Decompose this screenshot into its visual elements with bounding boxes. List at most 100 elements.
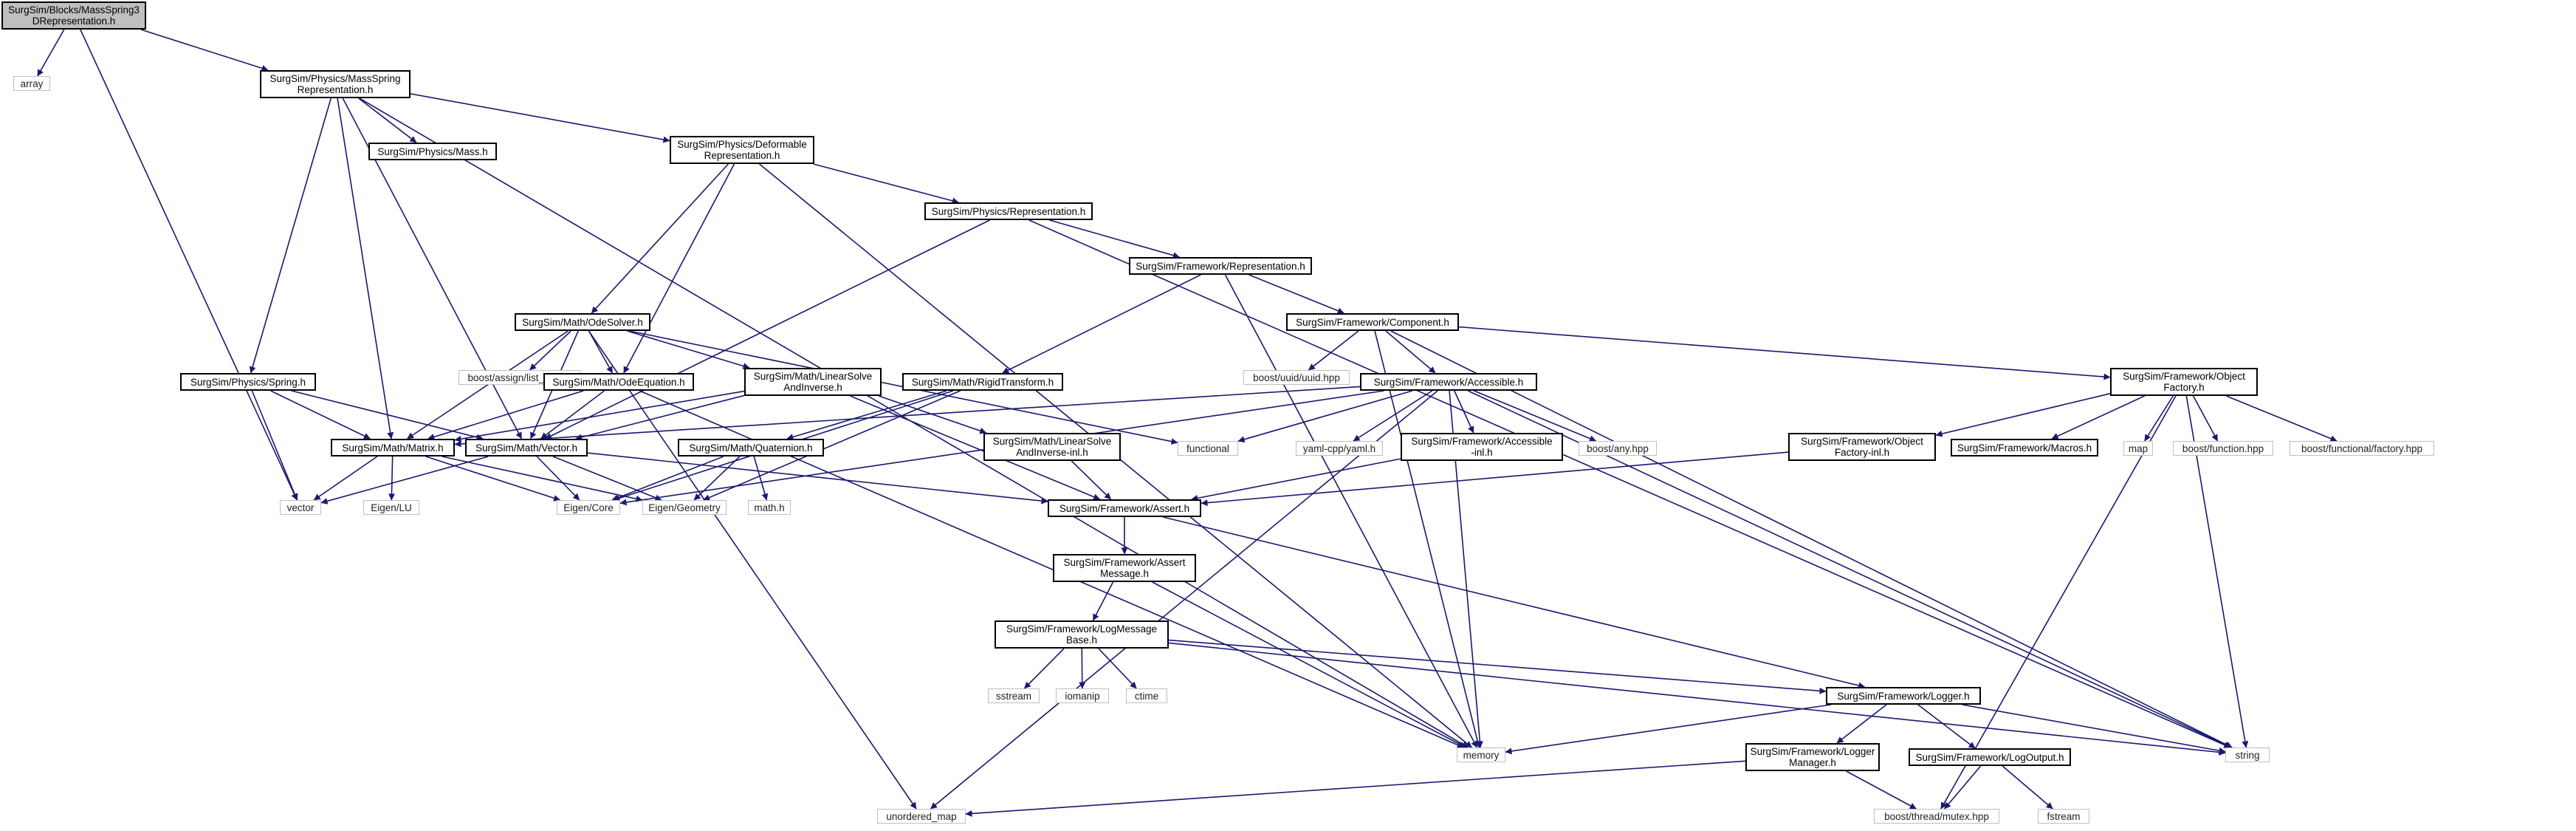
edge-odesolver-to-unordered bbox=[588, 330, 917, 810]
node-spring[interactable]: SurgSim/Physics/Spring.h bbox=[180, 373, 316, 391]
edge-logmsgbase-to-sstream bbox=[1023, 648, 1065, 689]
edge-objfactory-to-boostfactory bbox=[2225, 395, 2338, 442]
edge-physrep-to-mvector bbox=[545, 219, 990, 440]
edge-odeeq-to-matrix bbox=[427, 390, 584, 440]
edge-objfactory-to-mutex bbox=[1940, 395, 2177, 810]
node-objfactoryinl[interactable]: SurgSim/Framework/Object Factory-inl.h bbox=[1788, 433, 1936, 461]
edge-component-to-objfactory bbox=[1458, 326, 2111, 380]
node-logmsgbase[interactable]: SurgSim/Framework/LogMessage Base.h bbox=[995, 620, 1169, 649]
node-objfactory[interactable]: SurgSim/Framework/Object Factory.h bbox=[2110, 368, 2258, 396]
node-eigencore: Eigen/Core bbox=[557, 500, 620, 515]
node-boostfunction: boost/function.hpp bbox=[2173, 441, 2273, 456]
node-fwrep[interactable]: SurgSim/Framework/Representation.h bbox=[1129, 257, 1312, 275]
edge-logger-to-loggermgr bbox=[1836, 704, 1887, 744]
edge-assert-to-logger bbox=[1163, 516, 1866, 689]
node-odesolver[interactable]: SurgSim/Math/OdeSolver.h bbox=[515, 313, 650, 331]
edge-logger-to-memory bbox=[1505, 704, 1832, 755]
node-physrep[interactable]: SurgSim/Physics/Representation.h bbox=[924, 202, 1093, 220]
node-root: SurgSim/Blocks/MassSpring3 DRepresentati… bbox=[1, 1, 146, 30]
edge-logoutput-to-fstream bbox=[2002, 765, 2053, 810]
edge-matrix-to-vector bbox=[313, 456, 378, 501]
node-accessibleinl[interactable]: SurgSim/Framework/Accessible -inl.h bbox=[1401, 433, 1563, 461]
edge-accessibleinl-to-assert bbox=[1191, 458, 1401, 502]
node-iomanip: iomanip bbox=[1056, 688, 1109, 703]
node-assertmsg[interactable]: SurgSim/Framework/Assert Message.h bbox=[1053, 554, 1196, 582]
node-functional: functional bbox=[1178, 441, 1238, 456]
node-logger[interactable]: SurgSim/Framework/Logger.h bbox=[1826, 687, 1981, 705]
edge-linsolve-to-mvector bbox=[575, 394, 745, 441]
edge-objfactoryinl-to-assert bbox=[1201, 451, 1789, 507]
edge-spring-to-mvector bbox=[291, 390, 484, 441]
edge-mvector-to-assert bbox=[587, 452, 1048, 505]
node-mathh: math.h bbox=[748, 500, 791, 515]
edge-objfactory-to-macros bbox=[2051, 395, 2146, 440]
node-component[interactable]: SurgSim/Framework/Component.h bbox=[1286, 313, 1459, 331]
node-memory: memory bbox=[1457, 748, 1505, 762]
edge-massspring-to-spring bbox=[249, 98, 332, 374]
edge-deformable-to-odeeq bbox=[623, 163, 735, 374]
node-linsolve[interactable]: SurgSim/Math/LinearSolve AndInverse.h bbox=[744, 368, 882, 396]
edge-odesolver-to-matrix bbox=[407, 330, 569, 440]
edge-mvector-to-eigengeom bbox=[552, 456, 662, 501]
node-mass[interactable]: SurgSim/Physics/Mass.h bbox=[368, 143, 497, 160]
node-eigenlu: Eigen/LU bbox=[363, 500, 419, 515]
node-yaml: yaml-cpp/yaml.h bbox=[1296, 441, 1383, 456]
edge-mvector-to-vector bbox=[320, 456, 489, 505]
edge-logmsgbase-to-string bbox=[1168, 642, 2226, 756]
edge-component-to-memory bbox=[1374, 330, 1481, 748]
edge-assertmsg-to-logmsgbase bbox=[1092, 581, 1114, 621]
node-boostany: boost/any.hpp bbox=[1579, 441, 1657, 456]
node-fstream: fstream bbox=[2038, 809, 2089, 824]
edge-accessible-to-functional bbox=[1237, 390, 1413, 443]
edge-quaternion-to-eigencore bbox=[611, 456, 724, 502]
node-sstream: sstream bbox=[988, 688, 1040, 703]
node-deformable[interactable]: SurgSim/Physics/Deformable Representatio… bbox=[670, 136, 814, 164]
node-array: array bbox=[13, 76, 50, 91]
edge-fwrep-to-component bbox=[1248, 274, 1344, 314]
edge-accessible-to-unordered bbox=[930, 390, 1438, 810]
edge-assertmsg-to-memory bbox=[1152, 581, 1466, 748]
edge-component-to-accessible bbox=[1385, 330, 1436, 374]
node-logoutput[interactable]: SurgSim/Framework/LogOutput.h bbox=[1909, 748, 2071, 766]
edge-root-to-array bbox=[37, 29, 65, 77]
edge-component-to-string bbox=[1390, 330, 2233, 748]
edge-physrep-to-string bbox=[1028, 219, 2231, 748]
node-assert[interactable]: SurgSim/Framework/Assert.h bbox=[1048, 499, 1201, 517]
node-ctime: ctime bbox=[1126, 688, 1167, 703]
edge-objfactory-to-map bbox=[2144, 395, 2174, 442]
edge-root-to-vector bbox=[80, 29, 298, 501]
edge-root-to-massspring bbox=[140, 29, 269, 72]
edge-odesolver-to-assignlist bbox=[529, 330, 571, 371]
node-linsolveinl[interactable]: SurgSim/Math/LinearSolve AndInverse-inl.… bbox=[983, 433, 1121, 461]
edge-linsolve-to-matrix bbox=[454, 390, 745, 442]
edge-deformable-to-physrep bbox=[813, 163, 959, 205]
edge-component-to-uuid bbox=[1308, 330, 1359, 371]
edge-matrix-to-eigencore bbox=[425, 456, 561, 502]
node-massspring[interactable]: SurgSim/Physics/MassSpring Representatio… bbox=[260, 70, 411, 98]
node-vector: vector bbox=[280, 500, 321, 515]
edge-accessible-to-matrix bbox=[454, 386, 1361, 448]
edge-mvector-to-eigencore bbox=[536, 456, 580, 501]
edge-loggermgr-to-unordered bbox=[965, 760, 1746, 817]
node-eigengeom: Eigen/Geometry bbox=[642, 500, 727, 515]
node-odeeq[interactable]: SurgSim/Math/OdeEquation.h bbox=[543, 373, 694, 391]
node-matrix[interactable]: SurgSim/Math/Matrix.h bbox=[331, 439, 455, 456]
node-mvector[interactable]: SurgSim/Math/Vector.h bbox=[465, 439, 588, 456]
edge-physrep-to-fwrep bbox=[1049, 219, 1180, 259]
node-accessible[interactable]: SurgSim/Framework/Accessible.h bbox=[1360, 373, 1537, 391]
edge-logger-to-string bbox=[1962, 704, 2226, 754]
node-string: string bbox=[2225, 748, 2270, 762]
node-mutex: boost/thread/mutex.hpp bbox=[1874, 809, 1999, 824]
edge-quaternion-to-mathh bbox=[753, 456, 769, 501]
edge-loggermgr-to-mutex bbox=[1846, 770, 1917, 810]
node-quaternion[interactable]: SurgSim/Math/Quaternion.h bbox=[678, 439, 824, 456]
node-rigid[interactable]: SurgSim/Math/RigidTransform.h bbox=[902, 373, 1063, 391]
edge-matrix-to-eigengeom bbox=[442, 456, 643, 502]
edge-fwrep-to-memory bbox=[1224, 274, 1478, 748]
node-macros[interactable]: SurgSim/Framework/Macros.h bbox=[1951, 439, 2098, 456]
node-map: map bbox=[2123, 441, 2153, 456]
node-loggermgr[interactable]: SurgSim/Framework/Logger Manager.h bbox=[1745, 743, 1880, 771]
edge-accessible-to-accessibleinl bbox=[1454, 390, 1474, 434]
edge-logoutput-to-mutex bbox=[1943, 765, 1982, 810]
